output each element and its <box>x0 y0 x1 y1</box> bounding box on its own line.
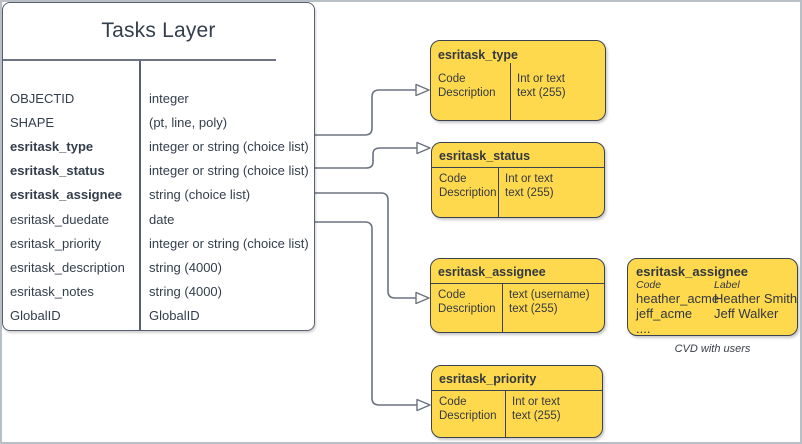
field-type: Int or text <box>517 73 565 85</box>
domain-table-body: Code Description Int or text text (255) <box>431 63 605 120</box>
field-type: text (255) <box>505 187 554 199</box>
type-column: Int or text text (255) <box>511 63 605 120</box>
field-type: (pt, line, poly) <box>149 114 228 130</box>
field-type: text (255) <box>512 410 561 422</box>
open-arrowhead-icon <box>416 398 431 412</box>
field-name: SHAPE <box>10 114 55 130</box>
domain-table-esritask-type: esritask_type Code Description Int or te… <box>430 40 606 121</box>
field-label: Description <box>439 187 497 199</box>
field-name: esritask_notes <box>10 284 94 300</box>
domain-table-esritask-priority: esritask_priority Code Description Int o… <box>431 365 603 438</box>
field-row: esritask_priority integer or string (cho… <box>3 231 314 255</box>
cvd-table-grid: Code Label heather_acme Heather Smith je… <box>636 279 797 337</box>
cvd-col-header-code: Code <box>636 279 662 291</box>
type-column: Int or text text (255) <box>499 168 604 217</box>
connector-esritask-status <box>315 147 417 169</box>
field-name: esritask_description <box>10 259 125 275</box>
field-label: Description <box>439 410 497 422</box>
cvd-code: .... <box>636 321 651 337</box>
field-type: integer or string (choice list) <box>149 163 309 179</box>
field-name: esritask_priority <box>10 235 102 251</box>
field-name: esritask_duedate <box>10 211 110 227</box>
cvd-code: heather_acme <box>636 291 720 306</box>
field-name: OBJECTID <box>10 90 75 106</box>
field-type: date <box>149 211 175 227</box>
domain-table-body: Code Description Int or text text (255) <box>432 168 604 217</box>
field-row: esritask_assignee string (choice list) <box>3 183 314 207</box>
field-type: text (255) <box>509 303 558 315</box>
field-label: Code <box>439 173 467 185</box>
tasks-layer-title: Tasks Layer <box>101 19 216 42</box>
field-label: Code <box>439 396 467 408</box>
cvd-table-title: esritask_assignee <box>636 264 749 279</box>
field-type: string (4000) <box>149 284 222 300</box>
field-name: esritask_status <box>10 163 105 179</box>
field-type: Int or text <box>505 173 553 185</box>
domain-table-title: esritask_priority <box>432 366 602 391</box>
field-list: OBJECTID integer SHAPE (pt, line, poly) … <box>3 86 314 328</box>
cvd-col-header-label: Label <box>714 279 740 291</box>
code-column: Code Description <box>431 284 503 332</box>
field-type: text (username) <box>509 289 590 301</box>
open-arrowhead-icon <box>415 291 430 305</box>
domain-table-title: esritask_status <box>432 143 604 168</box>
domain-table-title: esritask_assignee <box>431 259 604 284</box>
open-arrowhead-icon <box>415 83 430 97</box>
code-column: Code Description <box>432 168 499 217</box>
domain-table-body: Code Description Int or text text (255) <box>432 391 602 437</box>
field-type: string (4000) <box>149 259 222 275</box>
tasks-layer-table: Tasks Layer OBJECTID integer SHAPE (pt, … <box>2 2 315 331</box>
field-type: Int or text <box>512 396 560 408</box>
connector-esritask-assignee <box>315 192 416 299</box>
cvd-code: jeff_acme <box>636 306 693 322</box>
field-type: GlobalID <box>149 308 200 324</box>
code-column: Code Description <box>431 63 511 120</box>
type-column: Int or text text (255) <box>506 391 602 437</box>
field-type: integer or string (choice list) <box>149 138 309 154</box>
cvd-caption: CVD with users <box>674 343 751 355</box>
field-label: Description <box>438 87 496 99</box>
field-row: OBJECTID integer <box>3 86 314 110</box>
domain-table-body: Code Description text (username) text (2… <box>431 284 604 332</box>
connector-esritask-priority <box>315 221 417 406</box>
field-type: integer or string (choice list) <box>149 235 309 251</box>
title-divider <box>3 59 276 61</box>
field-row: esritask_status integer or string (choic… <box>3 159 314 183</box>
field-row: SHAPE (pt, line, poly) <box>3 110 314 134</box>
open-arrowhead-icon <box>416 141 431 155</box>
field-row: esritask_description string (4000) <box>3 255 314 279</box>
field-row: esritask_duedate date <box>3 207 314 231</box>
cvd-label: Heather Smith <box>714 291 798 306</box>
domain-table-title: esritask_type <box>438 48 518 62</box>
domain-table-esritask-status: esritask_status Code Description Int or … <box>431 142 605 218</box>
code-column: Code Description <box>432 391 506 437</box>
field-label: Description <box>438 303 496 315</box>
field-row: esritask_notes string (4000) <box>3 280 314 304</box>
column-divider <box>139 61 141 330</box>
cvd-label: Jeff Walker <box>714 306 779 322</box>
field-label: Code <box>438 73 466 85</box>
field-type: text (255) <box>517 87 566 99</box>
field-row: esritask_type integer or string (choice … <box>3 134 314 158</box>
connector-esritask-type <box>315 89 416 136</box>
domain-table-esritask-assignee: esritask_assignee Code Description text … <box>430 258 605 333</box>
field-row: GlobalID GlobalID <box>3 304 314 328</box>
field-type: integer <box>149 90 189 106</box>
cvd-table-esritask-assignee: esritask_assignee Code Label heather_acm… <box>627 258 798 336</box>
type-column: text (username) text (255) <box>503 284 604 332</box>
field-type: string (choice list) <box>149 187 251 203</box>
field-name: esritask_type <box>10 138 94 154</box>
field-name: GlobalID <box>10 308 61 324</box>
field-label: Code <box>438 289 466 301</box>
field-name: esritask_assignee <box>10 187 123 203</box>
cvd-label <box>714 321 797 336</box>
